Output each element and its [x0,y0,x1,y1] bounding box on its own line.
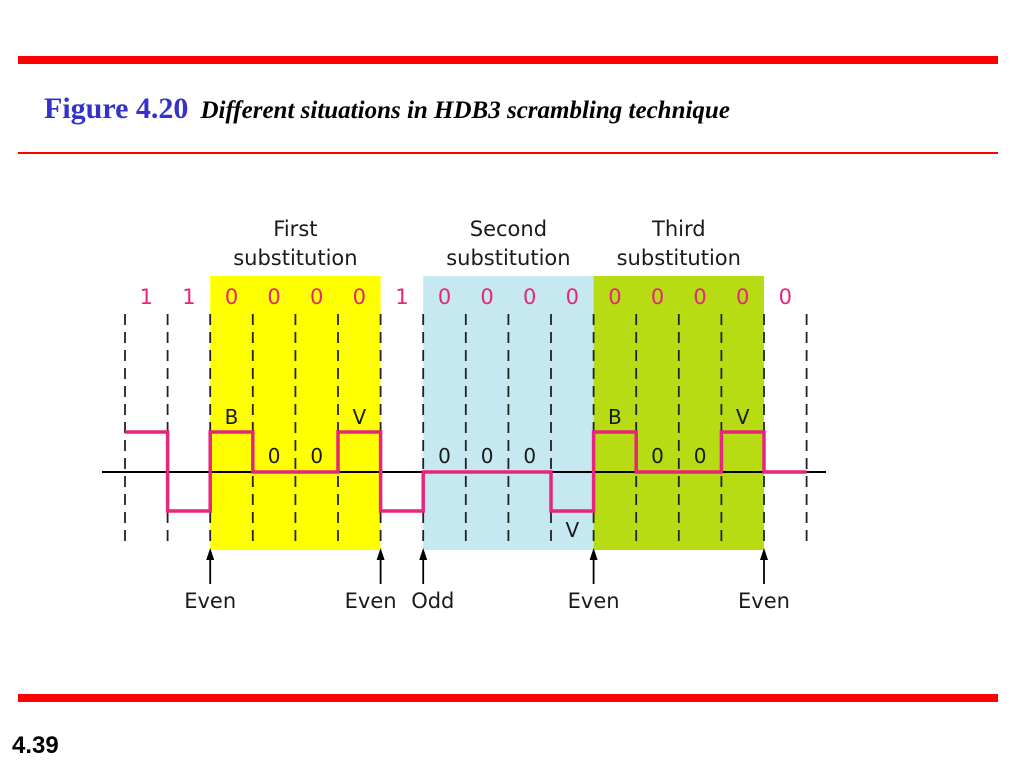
region-label-line1-3: Third [651,217,706,241]
figure-caption: Different situations in HDB3 scrambling … [200,97,730,124]
bit-labels: 1 1 0 0 0 0 1 0 0 0 0 0 0 0 0 0 [140,285,792,309]
bit-label: 0 [608,285,621,309]
pulse-label: V [736,405,750,429]
parity-arrowhead [376,548,385,560]
parity-arrowhead [419,548,428,560]
parity-markers: Even Even Odd Even Even [184,548,790,613]
bit-label: 0 [480,285,493,309]
region-label-line2-2: substitution [446,246,570,270]
bit-label: 1 [140,285,153,309]
bit-label: 1 [182,285,195,309]
bit-label: 0 [651,285,664,309]
pulse-label: B [225,405,239,429]
hdb3-signal [125,430,807,513]
signal-waveform [125,430,807,513]
parity-arrowhead [589,548,598,560]
pulse-label: 0 [523,444,536,468]
parity-label: Even [568,589,620,613]
pulse-label: 0 [268,444,281,468]
bit-label: 0 [779,285,792,309]
bit-label: 0 [267,285,280,309]
pulse-label: V [565,518,579,542]
region-label-line1-2: Second [470,217,547,241]
region-labels: First substitution Second substitution Third… [233,217,741,270]
parity-arrowhead [760,548,768,560]
pulse-label: 0 [651,444,664,468]
bit-label: 0 [566,285,579,309]
parity-arrowhead [206,548,215,560]
bit-label: 1 [395,285,408,309]
bit-label: 0 [225,285,238,309]
slide-title: Figure 4.20 Different situations in HDB3 … [44,92,730,126]
region-label-line2-3: substitution [617,246,741,270]
pulse-label: B [608,405,622,429]
pulse-label: 0 [438,444,451,468]
bit-label: 0 [693,285,706,309]
bit-label: 0 [523,285,536,309]
substitution-regions [210,276,764,550]
page-number: 4.39 [12,732,59,759]
region-label-line2-1: substitution [233,246,357,270]
bit-label: 0 [353,285,366,309]
parity-label: Even [345,589,397,613]
pulse-label: 0 [481,444,494,468]
figure-number: Figure 4.20 [44,92,189,125]
top-rule [18,56,998,64]
bit-label: 0 [438,285,451,309]
parity-label: Even [738,589,790,613]
bit-label: 0 [736,285,749,309]
bottom-rule [18,694,998,702]
pulse-label: 0 [310,444,323,468]
title-underline [18,152,998,154]
parity-label: Odd [411,589,454,613]
pulse-label: 0 [694,444,707,468]
pulse-label: V [352,405,366,429]
bit-label: 0 [310,285,323,309]
parity-label: Even [184,589,236,613]
region-label-line1-1: First [273,217,317,241]
